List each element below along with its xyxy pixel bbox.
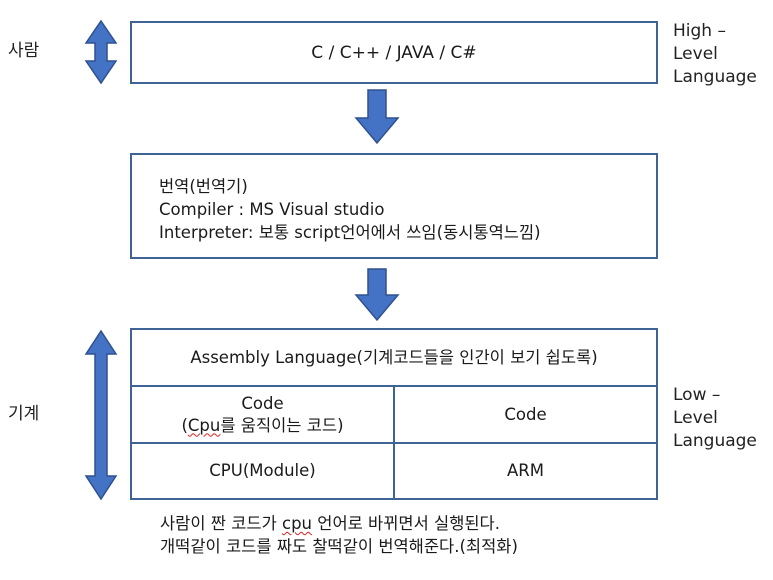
code-cell-right: Code [395, 387, 656, 444]
code-left-line-1: Code [241, 393, 284, 413]
code-right-text: Code [504, 404, 547, 424]
high-level-language-label: High – Level Language [673, 20, 757, 89]
code-cell-left: Code (Cpu를 움직이는 코드) [132, 387, 395, 444]
compiler-line: Compiler : MS Visual studio [159, 200, 385, 219]
machine-label: 기계 [8, 404, 40, 424]
low-level-language-label: Low – Level Language [673, 384, 757, 453]
caption-line-1: 사람이 짠 코드가 cpu 언어로 바뀌면서 실행된다. [160, 512, 518, 535]
assembly-language-header-text: Assembly Language(기계코드들을 인간이 보기 쉽도록) [190, 347, 598, 367]
code-left-paren: ( [181, 415, 188, 435]
translation-title: 번역(번역기) [159, 177, 248, 196]
high-label-line-1: High – [673, 21, 726, 41]
caption-line-1-post: 언어로 바뀌면서 실행된다. [312, 514, 500, 533]
languages-text: C / C++ / JAVA / C# [311, 42, 477, 63]
double-arrow-machine-icon [84, 329, 118, 501]
cpu-cell-right: ARM [395, 444, 656, 498]
low-label-line-3: Language [673, 431, 757, 451]
human-label: 사람 [8, 41, 40, 61]
code-left-rest: 를 움직이는 코드) [220, 415, 344, 435]
caption-cpu-word: cpu [282, 514, 313, 533]
cpu-cell-left: CPU(Module) [132, 444, 395, 498]
down-arrow-1-icon [354, 89, 400, 145]
interpreter-line: Interpreter: 보통 script언어에서 쓰임(동시통역느낌) [159, 223, 541, 242]
low-label-line-1: Low – [673, 385, 721, 405]
assembly-language-table: Assembly Language(기계코드들을 인간이 보기 쉽도록) Cod… [130, 328, 658, 500]
high-level-languages-box: C / C++ / JAVA / C# [130, 21, 658, 84]
cpu-module-text: CPU(Module) [209, 461, 316, 480]
down-arrow-2-icon [354, 268, 400, 322]
high-label-line-3: Language [673, 67, 757, 87]
assembly-language-header: Assembly Language(기계코드들을 인간이 보기 쉽도록) [132, 330, 656, 387]
double-arrow-human-icon [84, 19, 118, 85]
caption: 사람이 짠 코드가 cpu 언어로 바뀌면서 실행된다. 개떡같이 코드를 짜도… [160, 512, 518, 558]
caption-line-2: 개떡같이 코드를 짜도 찰떡같이 번역해준다.(최적화) [160, 537, 518, 556]
low-label-line-2: Level [673, 408, 718, 428]
code-left-line-2: (Cpu를 움직이는 코드) [181, 415, 343, 437]
arm-text: ARM [507, 461, 544, 480]
high-label-line-2: Level [673, 44, 718, 64]
caption-line-1-pre: 사람이 짠 코드가 [160, 514, 282, 533]
translation-box: 번역(번역기) Compiler : MS Visual studio Inte… [130, 153, 658, 259]
code-left-cpu-word: Cpu [187, 415, 221, 435]
